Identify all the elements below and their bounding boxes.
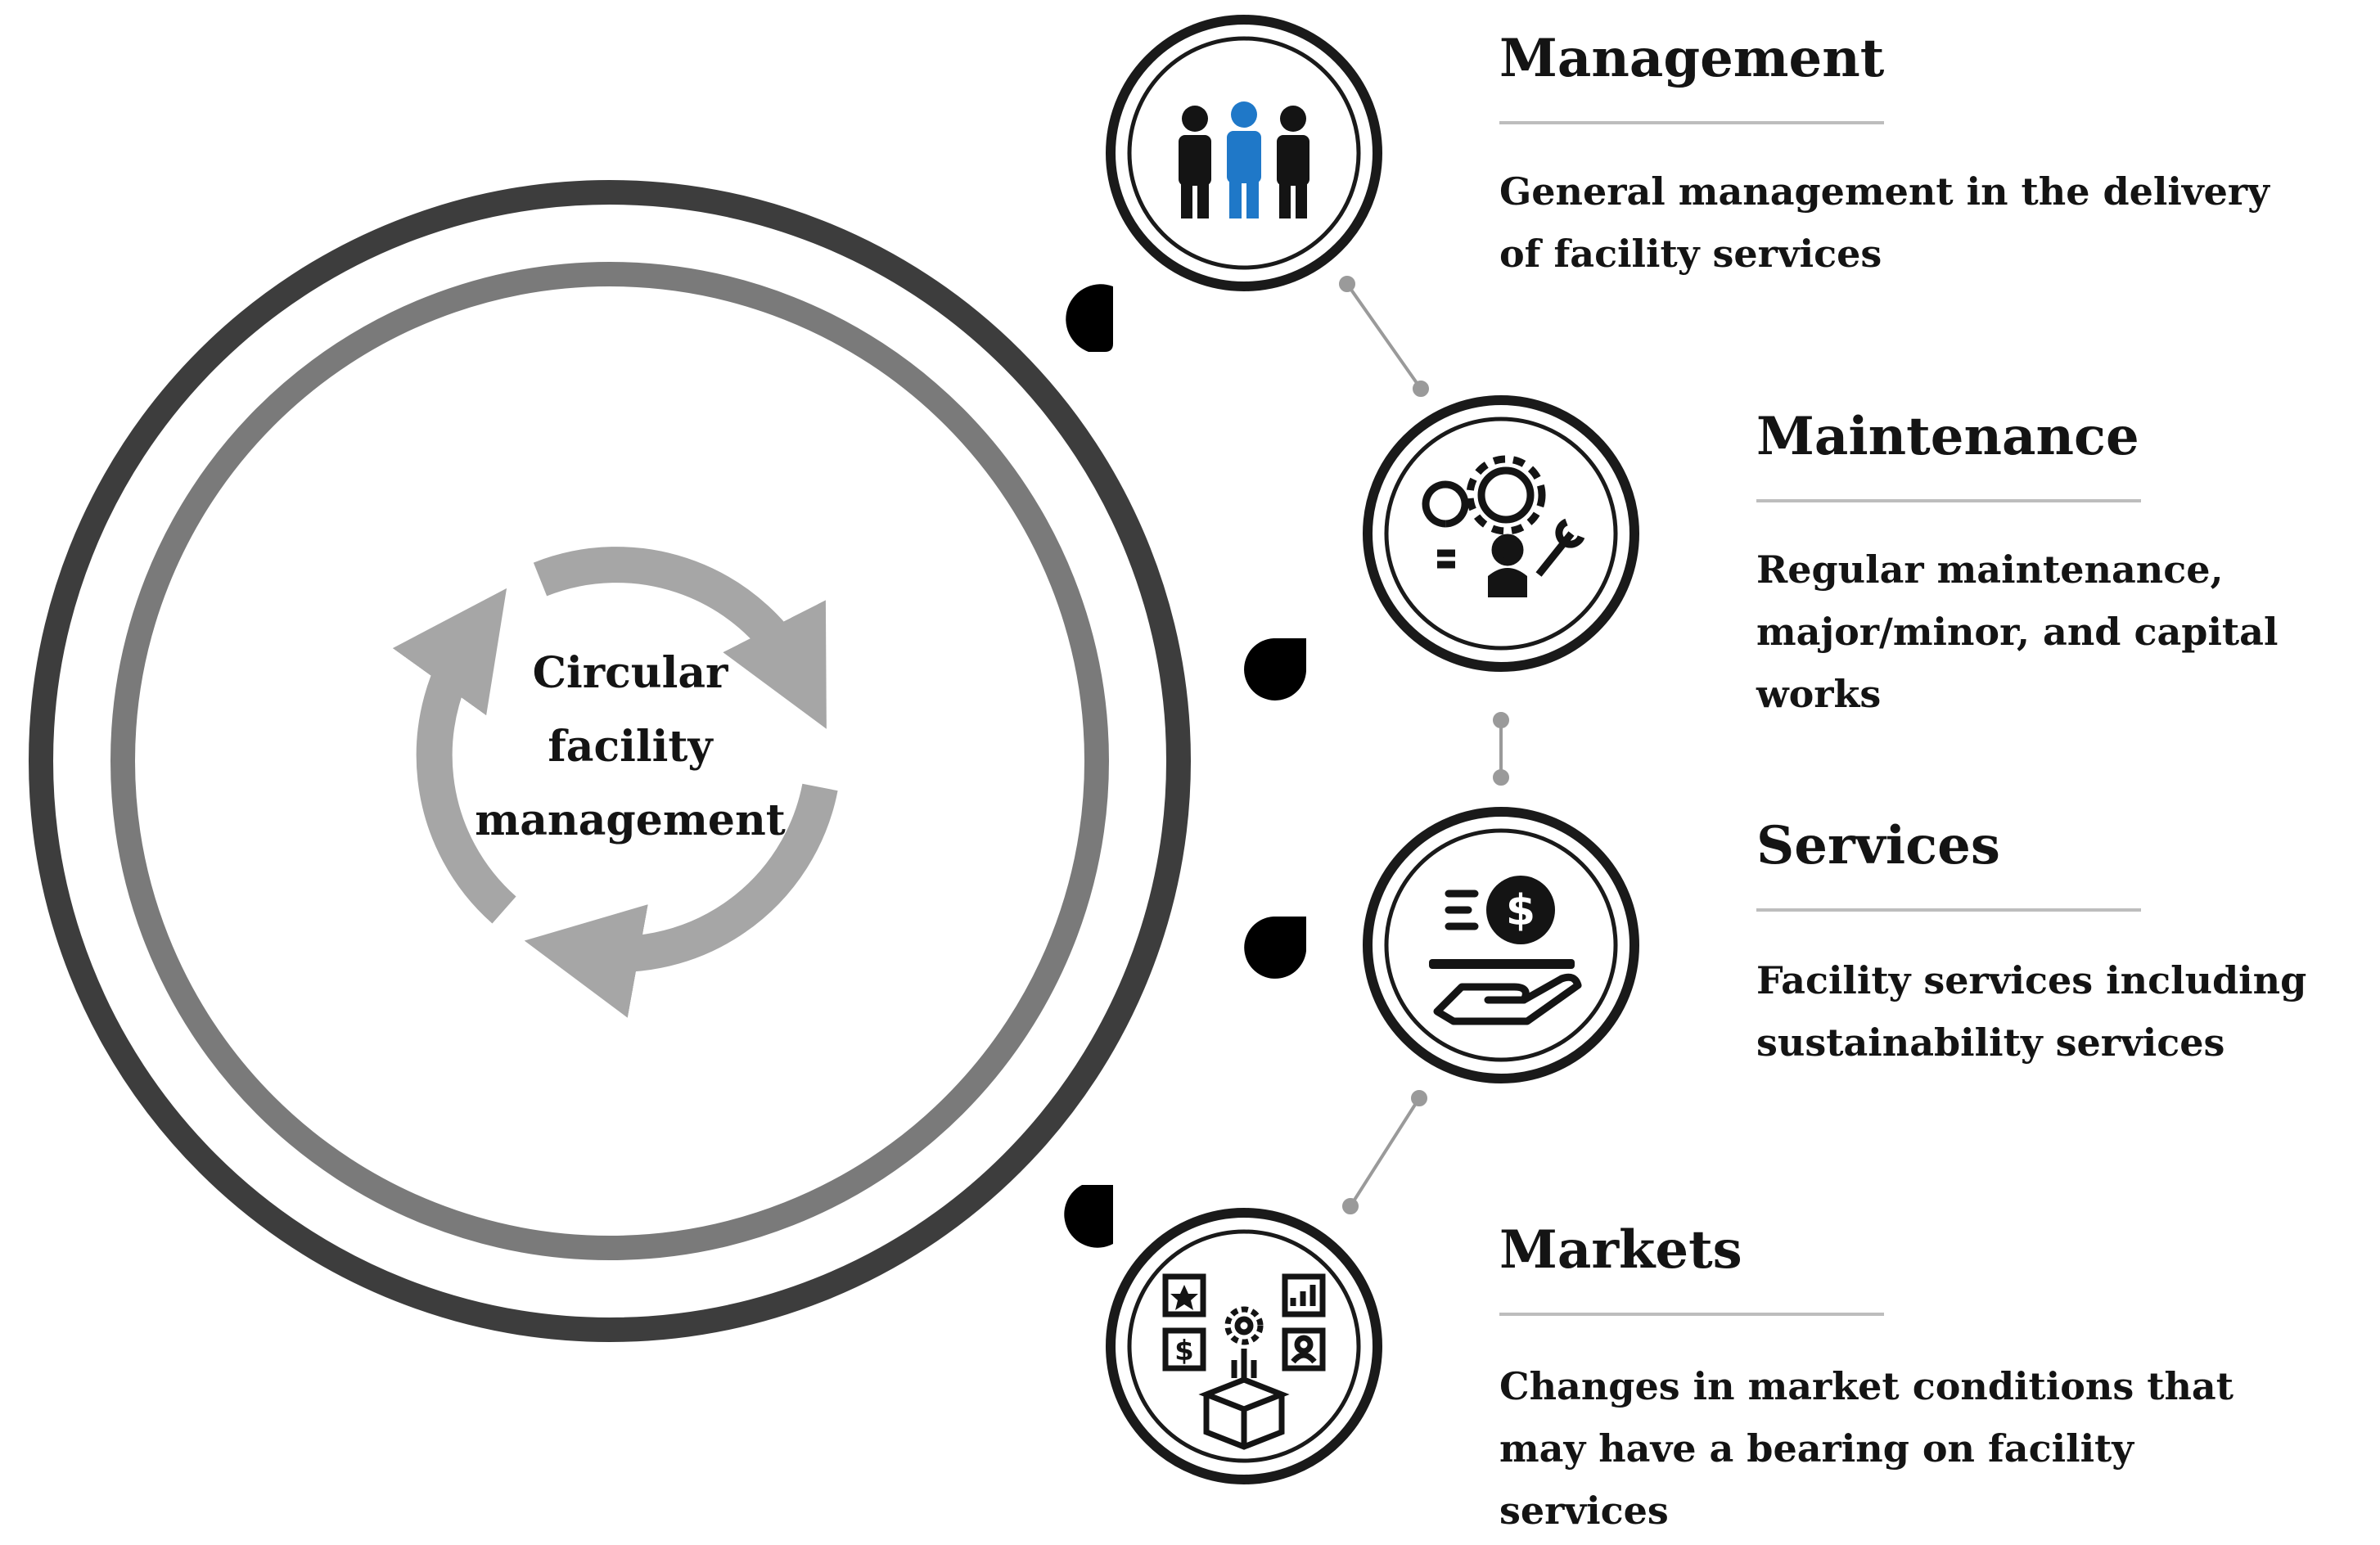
item-description: Facility services including sustainabili… (1756, 958, 2307, 1065)
svg-text:$: $ (1506, 886, 1535, 935)
item-title: Markets (1499, 1219, 1742, 1281)
droplet-marker (1064, 1185, 1113, 1248)
cycle-arrow-bottom (524, 783, 838, 1018)
item-description: General management in the delivery of fa… (1499, 169, 2270, 276)
item-description: Regular maintenance, major/minor, and ca… (1756, 547, 2279, 716)
item-description: Changes in market conditions that may ha… (1499, 1364, 2234, 1533)
market-box-icon: $ (1162, 1273, 1326, 1450)
item-title: Maintenance (1756, 406, 2139, 467)
inner-ring (110, 262, 1109, 1260)
droplet-marker (1244, 638, 1306, 700)
item-circle-services (1363, 807, 1639, 1083)
item-title: Management (1499, 28, 1885, 89)
svg-text:$: $ (1174, 1335, 1194, 1367)
connector-lines (1339, 276, 1509, 1214)
cycle-arrow-left (392, 588, 516, 924)
outer-ring (29, 180, 1191, 1342)
item-title: Services (1756, 815, 2000, 876)
title-divider (1756, 499, 2141, 502)
money-service-hand-icon: $ (1429, 876, 1582, 1025)
maintenance-gear-wrench-icon (1422, 455, 1585, 597)
team-people-icon (1179, 101, 1309, 218)
title-divider (1499, 121, 1884, 124)
cycle-arrow-top (533, 547, 827, 729)
center-label: Circular facility management (475, 648, 786, 845)
title-divider (1499, 1313, 1884, 1316)
cycle-arrows-icon (392, 547, 838, 1018)
droplet-marker (1244, 917, 1306, 979)
droplet-marker (1066, 284, 1113, 352)
droplet-markers (1064, 284, 1306, 1248)
title-divider (1756, 908, 2141, 912)
